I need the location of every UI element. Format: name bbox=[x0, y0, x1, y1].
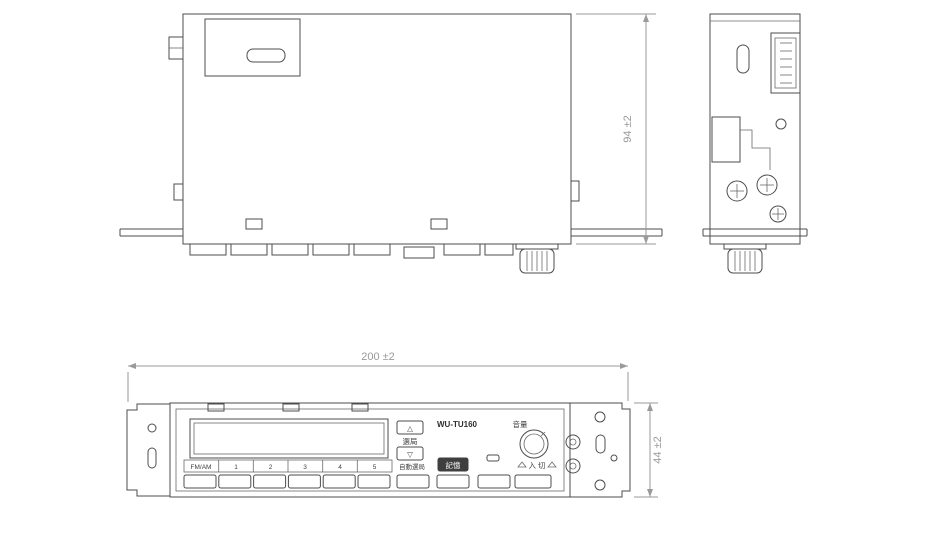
mounting-flange bbox=[119, 228, 663, 237]
screw-boss bbox=[565, 458, 581, 474]
memory-button bbox=[437, 457, 469, 472]
tune-down-symbol: ▽ bbox=[407, 450, 414, 459]
front-panel-inner bbox=[175, 408, 565, 492]
screw-boss-center bbox=[569, 438, 577, 446]
volume-label: 音量 bbox=[513, 419, 528, 429]
screw-boss bbox=[565, 434, 581, 450]
power-button bbox=[514, 474, 552, 489]
side-hole bbox=[775, 118, 787, 130]
wire-route bbox=[740, 129, 771, 170]
rear-knob bbox=[515, 243, 559, 274]
right-protrusion bbox=[570, 180, 580, 202]
memory-label: 記憶 bbox=[446, 460, 461, 470]
memory-controls: 記憶 bbox=[436, 457, 470, 489]
bracket-slot bbox=[595, 434, 606, 454]
top-view-body bbox=[182, 13, 572, 245]
fmam-button bbox=[183, 474, 217, 489]
power-triangle-icon bbox=[547, 461, 557, 468]
preset-label-strip: FM/AM 1 2 3 4 5 bbox=[183, 459, 393, 473]
side-module-box bbox=[711, 116, 741, 163]
power-controls: 入 切 bbox=[514, 461, 557, 489]
preset-label-4: 4 bbox=[338, 464, 342, 471]
left-connector-nub bbox=[168, 36, 184, 60]
dimension-front-height-44: 44 ±2 bbox=[634, 402, 664, 498]
tune-up-symbol: △ bbox=[407, 424, 414, 433]
bottom-tab-right bbox=[430, 218, 448, 230]
memory-lower-button bbox=[436, 474, 470, 489]
screw-icon bbox=[726, 180, 748, 202]
front-panel-outer bbox=[169, 402, 571, 498]
left-bracket bbox=[126, 403, 171, 497]
tuning-label: 選局 bbox=[403, 436, 418, 446]
volume-knob bbox=[519, 429, 549, 459]
preset-button-3 bbox=[287, 474, 321, 489]
display-window bbox=[189, 418, 389, 459]
top-module-slot bbox=[246, 48, 286, 63]
side-slot bbox=[736, 44, 750, 74]
top-view bbox=[119, 13, 663, 274]
preset-label-1: 1 bbox=[234, 464, 238, 471]
preset-label-2: 2 bbox=[269, 464, 273, 471]
panel-tab bbox=[351, 403, 369, 412]
front-view: FM/AM 1 2 3 4 5 △ 選局 ▽ 自動選局 bbox=[126, 402, 631, 498]
auto-tuning-label: 自動選局 bbox=[399, 462, 425, 471]
top-module-box bbox=[204, 18, 301, 77]
screw-icon bbox=[756, 174, 778, 196]
left-protrusion bbox=[173, 183, 184, 201]
dimension-width-200: 200 ±2 bbox=[127, 351, 629, 402]
bracket-hole bbox=[594, 479, 606, 491]
bottom-tab-left bbox=[245, 218, 263, 230]
dimension-width-label: 200 ±2 bbox=[361, 351, 395, 363]
dimension-height-94: 94 ±2 bbox=[576, 13, 656, 245]
bracket-hole bbox=[594, 411, 606, 423]
led-indicator bbox=[486, 454, 500, 462]
preset-button-5 bbox=[357, 474, 391, 489]
pin-connector bbox=[770, 32, 801, 94]
preset-label-3: 3 bbox=[303, 464, 307, 471]
right-bracket bbox=[569, 402, 631, 498]
model-label: WU-TU160 bbox=[437, 420, 478, 429]
screw-icon bbox=[769, 205, 787, 223]
tune-up-button bbox=[396, 420, 424, 435]
side-knob bbox=[723, 243, 767, 274]
preset-button-4 bbox=[322, 474, 356, 489]
preset-label-5: 5 bbox=[373, 464, 377, 471]
screw-boss-center bbox=[569, 462, 577, 470]
panel-tab bbox=[282, 403, 300, 412]
preset-label-fmam: FM/AM bbox=[191, 464, 212, 471]
side-view-body bbox=[709, 13, 801, 245]
side-flange bbox=[702, 228, 808, 237]
side-view bbox=[702, 13, 808, 274]
preset-button-2 bbox=[253, 474, 287, 489]
preset-buttons-row bbox=[183, 474, 391, 489]
tune-down-button bbox=[396, 446, 424, 461]
panel-tab bbox=[207, 403, 225, 412]
rear-connector-row bbox=[189, 243, 514, 259]
preset-button-1 bbox=[218, 474, 252, 489]
tuning-controls: △ 選局 ▽ 自動選局 bbox=[396, 420, 430, 489]
power-triangle-icon bbox=[517, 461, 527, 468]
power-label: 入 切 bbox=[528, 461, 546, 470]
bracket-hole bbox=[610, 454, 618, 462]
dimension-front-height-label: 44 ±2 bbox=[652, 436, 664, 463]
auto-tune-button bbox=[396, 474, 430, 489]
dimension-height-label: 94 ±2 bbox=[622, 115, 634, 142]
bracket-hole bbox=[147, 423, 157, 433]
bracket-slot bbox=[147, 447, 157, 469]
set-button bbox=[477, 474, 511, 489]
